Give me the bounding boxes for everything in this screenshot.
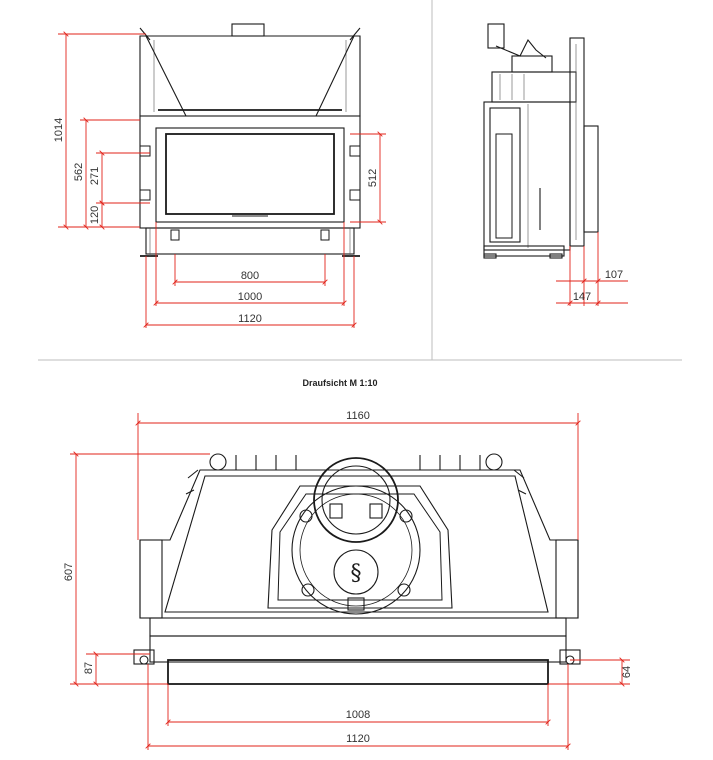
dim-height-door: 562	[73, 163, 85, 181]
dim-height-total: 1014	[53, 118, 65, 142]
side-door-frame	[569, 37, 585, 247]
dim-glass-height: 271	[89, 167, 101, 185]
brand-logo-icon: §	[351, 561, 362, 586]
top-vent-slots	[235, 455, 481, 470]
front-bolt	[347, 597, 365, 611]
dim-depth-total: 607	[63, 563, 75, 581]
top-frame	[149, 635, 567, 663]
top-corner-bolt-left	[209, 453, 227, 471]
top-view-title: Draufsicht M 1:10	[302, 378, 377, 388]
flue-outlet-ring	[313, 457, 399, 543]
flue-tab-left	[329, 503, 343, 519]
hood-struts	[145, 35, 355, 117]
top-frame-upper	[149, 617, 567, 637]
side-flue	[487, 23, 505, 49]
top-view: §	[63, 410, 633, 750]
flue-tab-right	[369, 503, 383, 519]
dim-depth-front: 107	[605, 269, 623, 281]
side-view: 107 147	[483, 23, 628, 306]
door-frame-inner	[155, 127, 345, 223]
top-glass	[167, 659, 549, 685]
dim-front-offset: 64	[621, 666, 633, 678]
dim-depth-door: 147	[573, 291, 591, 303]
top-body-outline	[139, 469, 579, 619]
dim-width-overall: 1160	[346, 410, 370, 422]
combustion-chamber-outline	[267, 485, 453, 609]
dim-frame-width: 1120	[346, 733, 370, 745]
dim-door-opening: 512	[367, 169, 379, 187]
front-base	[145, 227, 355, 255]
front-view: 1014 562 271 120 512 800 1000 1120	[53, 23, 386, 328]
dim-width-total: 1120	[238, 313, 262, 325]
side-door-handle	[583, 125, 599, 233]
front-door-frame	[139, 115, 361, 229]
flue-collar	[231, 23, 265, 37]
dim-glass-width: 1008	[346, 709, 370, 721]
burner-ring-outer	[291, 485, 421, 615]
top-corner-bolt-right	[485, 453, 503, 471]
dim-base-height: 120	[89, 206, 101, 224]
glass-panel	[165, 133, 335, 215]
side-body	[483, 101, 571, 251]
side-hood	[491, 71, 577, 103]
dim-front-depth: 87	[83, 662, 95, 674]
burner-logo-disc	[333, 549, 379, 595]
front-hood	[139, 35, 361, 117]
dim-width-door: 1000	[238, 291, 262, 303]
dim-width-inner: 800	[241, 270, 259, 282]
